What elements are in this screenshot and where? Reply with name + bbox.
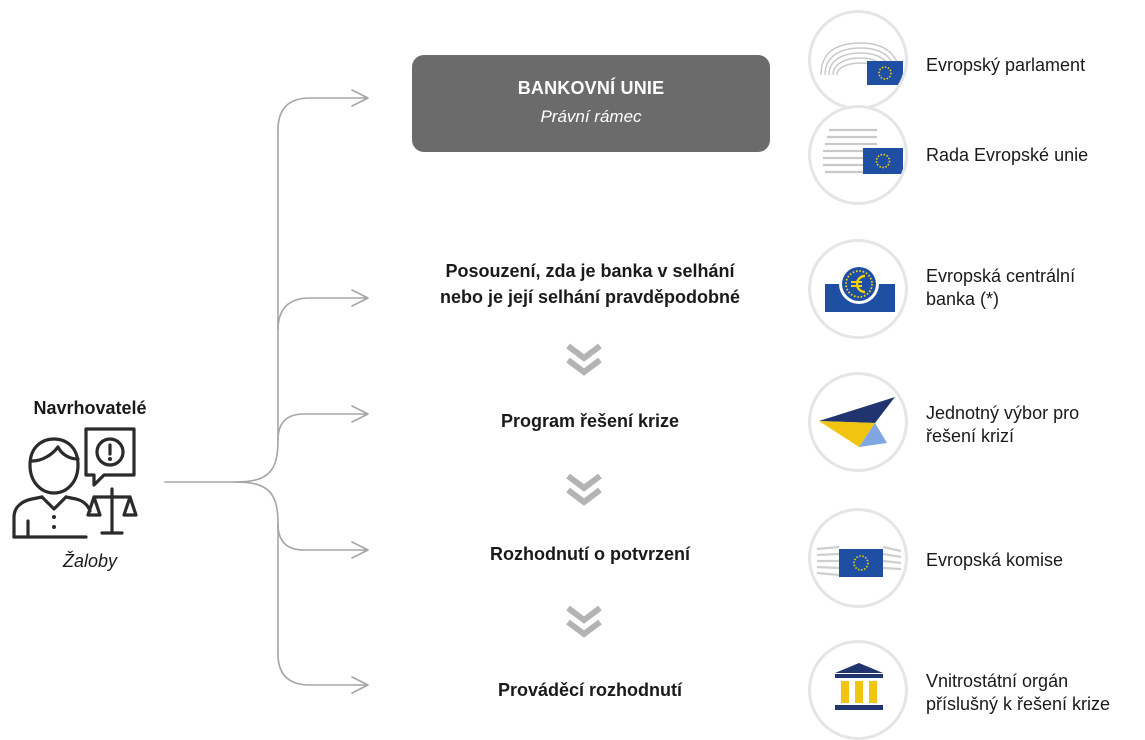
national-label-line2: příslušný k řešení krize (926, 694, 1111, 714)
bank-building-icon (808, 640, 908, 740)
chevron-down-icon (566, 343, 602, 376)
national-authority-label: Vnitrostátní orgán příslušný k řešení kr… (926, 670, 1110, 716)
applicant-subtitle: Žaloby (62, 551, 118, 571)
branch-to-resolution-scheme (277, 405, 369, 441)
council-label: Rada Evropské unie (926, 145, 1089, 165)
chevron-down-icon (566, 473, 602, 506)
framework-title: BANKOVNÍ UNIE (517, 78, 665, 98)
branch-to-implementing (277, 523, 369, 694)
european-parliament-icon (808, 10, 908, 110)
european-commission-building-icon (808, 508, 908, 608)
step-assessment-line1: Posouzení, zda je banka v selhání (445, 261, 735, 281)
trunk-connector (164, 439, 279, 483)
national-label-line1: Vnitrostátní orgán (926, 671, 1069, 691)
srb-label-line2: řešení krizí (926, 426, 1015, 446)
banking-union-framework-box: BANKOVNÍ UNIE Právní rámec (412, 55, 770, 152)
euro-coin-icon (808, 239, 908, 339)
chevron-down-icon (566, 605, 602, 638)
ecb-label-line1: Evropská centrální (926, 266, 1076, 286)
step-implementing: Prováděcí rozhodnutí (497, 680, 683, 700)
step-assessment: Posouzení, zda je banka v selhání nebo j… (380, 258, 800, 310)
branch-to-assessment (277, 289, 369, 331)
step-endorsement: Rozhodnutí o potvrzení (490, 544, 690, 564)
commission-label: Evropská komise (926, 550, 1064, 570)
parliament-label: Evropský parlament (926, 55, 1086, 75)
branch-to-framework (277, 89, 369, 441)
council-of-eu-icon (808, 105, 908, 205)
person-with-warning-and-scales-icon (12, 427, 138, 539)
applicant-title: Navrhovatelé (33, 398, 147, 418)
step-resolution-scheme: Program řešení krize (500, 411, 680, 431)
branch-to-endorsement (234, 481, 369, 559)
ecb-label: Evropská centrální banka (*) (926, 265, 1075, 311)
srb-label: Jednotný výbor pro řešení krizí (926, 402, 1079, 448)
ecb-label-line2: banka (*) (926, 289, 1000, 309)
srb-logo-icon (808, 372, 908, 472)
framework-subtitle: Právní rámec (540, 107, 642, 126)
step-assessment-line2: nebo je její selhání pravděpodobné (439, 287, 741, 307)
srb-label-line1: Jednotný výbor pro (926, 403, 1080, 423)
